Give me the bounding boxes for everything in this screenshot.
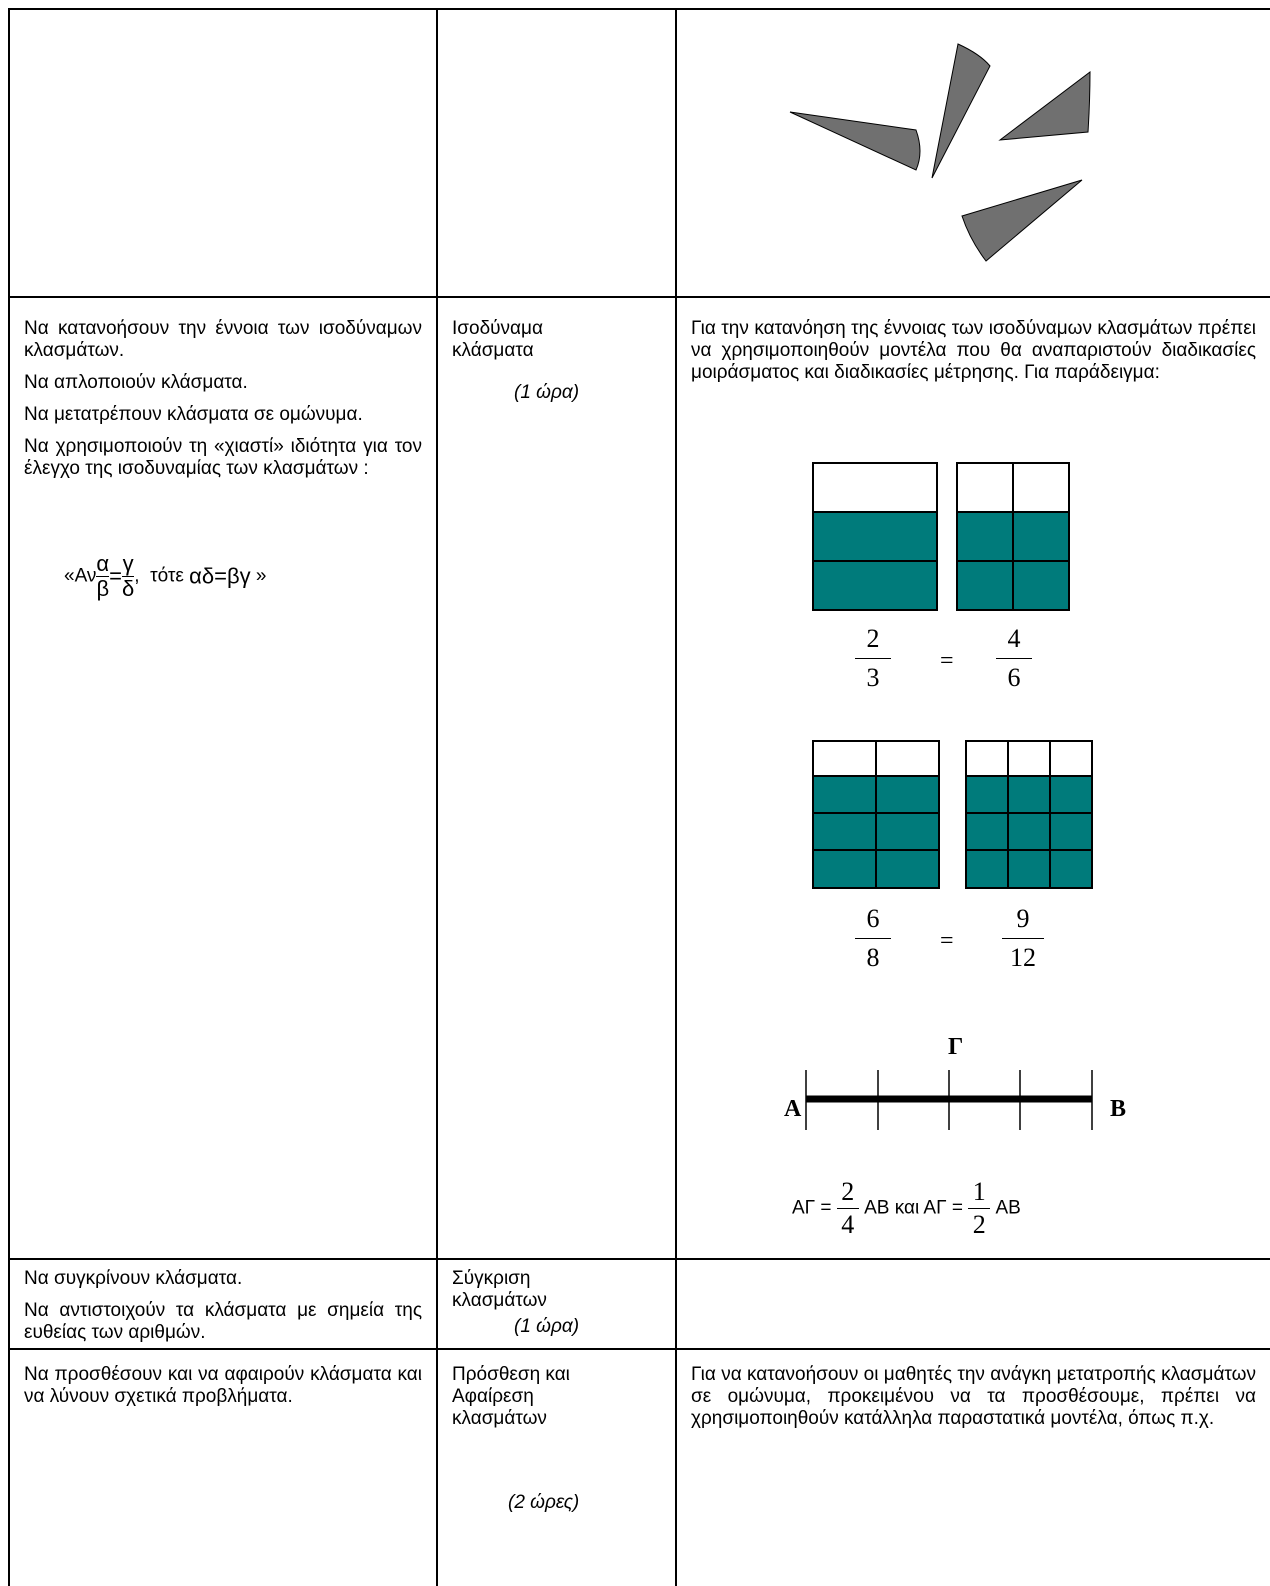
segment-label-b: Β bbox=[1110, 1096, 1127, 1122]
objective-text: Να κατανοήσουν την έννοια των ισοδύναμων… bbox=[24, 318, 422, 361]
circle-sector-pieces-illustration bbox=[789, 43, 1091, 262]
notes-cell-row4: Για να κατανοήσουν οι μαθητές την ανάγκη… bbox=[691, 1364, 1256, 1429]
topic-line: Σύγκριση bbox=[452, 1268, 531, 1289]
formula-equals: = bbox=[109, 563, 122, 589]
column-divider-2 bbox=[675, 8, 677, 1586]
sector-piece-2 bbox=[931, 43, 991, 179]
objectives-cell-row4: Να προσθέσουν και να αφαιρούν κλάσματα κ… bbox=[24, 1364, 422, 1418]
row-divider-3 bbox=[8, 1348, 1270, 1350]
topic-cell-row2: Ισοδύναμα κλάσματα bbox=[452, 318, 662, 362]
objective-text: Να χρησιμοποιούν τη «χιαστί» ιδιότητα γι… bbox=[24, 436, 422, 479]
topic-cell-row4: Πρόσθεση και Αφαίρεση κλασμάτων bbox=[452, 1364, 662, 1430]
equals-sign: = bbox=[940, 648, 954, 674]
formula-mid: , τότε bbox=[134, 565, 184, 587]
segment-label-a: Α bbox=[784, 1096, 802, 1122]
objective-text: Να προσθέσουν και να αφαιρούν κλάσματα κ… bbox=[24, 1364, 422, 1407]
sector-piece-1 bbox=[789, 111, 921, 171]
fraction-model-two-thirds bbox=[812, 462, 938, 611]
topic-line: Ισοδύναμα bbox=[452, 318, 543, 339]
segment-label-gamma: Γ bbox=[948, 1034, 964, 1060]
row-divider-1 bbox=[8, 296, 1270, 298]
objective-text: Να αντιστοιχούν τα κλάσματα με σημεία τη… bbox=[24, 1300, 422, 1343]
duration-label: (1 ώρα) bbox=[514, 382, 580, 403]
formula-result: αδ=βγ bbox=[189, 563, 251, 589]
table-border-top bbox=[8, 8, 1270, 10]
duration-label: (2 ώρες) bbox=[508, 1492, 580, 1513]
objective-text: Να μετατρέπουν κλάσματα σε ομώνυμα. bbox=[24, 404, 363, 425]
fraction-model-nine-twelfths bbox=[965, 740, 1093, 889]
topic-cell-row3: Σύγκριση κλασμάτων bbox=[452, 1268, 662, 1312]
objectives-cell-row2: Να κατανοήσουν την έννοια των ισοδύναμων… bbox=[24, 318, 422, 490]
objective-text: Να συγκρίνουν κλάσματα. bbox=[24, 1268, 243, 1289]
table-border-left bbox=[8, 8, 10, 1586]
equals-sign: = bbox=[940, 928, 954, 954]
topic-line: κλάσματα bbox=[452, 340, 534, 361]
objective-text: Να απλοποιούν κλάσματα. bbox=[24, 372, 248, 393]
row-divider-2 bbox=[8, 1258, 1270, 1260]
notes-cell-row2: Για την κατανόηση της έννοιας των ισοδύν… bbox=[691, 318, 1256, 383]
topic-line: κλασμάτων bbox=[452, 1408, 547, 1429]
fraction-model-four-sixths bbox=[956, 462, 1070, 611]
topic-line: Αφαίρεση bbox=[452, 1386, 534, 1407]
formula-prefix: «Αν bbox=[64, 565, 97, 587]
duration-label: (1 ώρα) bbox=[514, 1316, 580, 1337]
fraction-model-six-eighths bbox=[812, 740, 940, 889]
formula-suffix: » bbox=[255, 565, 267, 587]
column-divider-1 bbox=[436, 8, 438, 1586]
topic-line: κλασμάτων bbox=[452, 1290, 547, 1311]
number-segment-ab bbox=[805, 1070, 1093, 1130]
objectives-cell-row3: Να συγκρίνουν κλάσματα. Να αντιστοιχούν … bbox=[24, 1268, 422, 1354]
sector-piece-3 bbox=[998, 70, 1091, 141]
sector-piece-4 bbox=[961, 179, 1083, 262]
topic-line: Πρόσθεση και bbox=[452, 1364, 570, 1385]
